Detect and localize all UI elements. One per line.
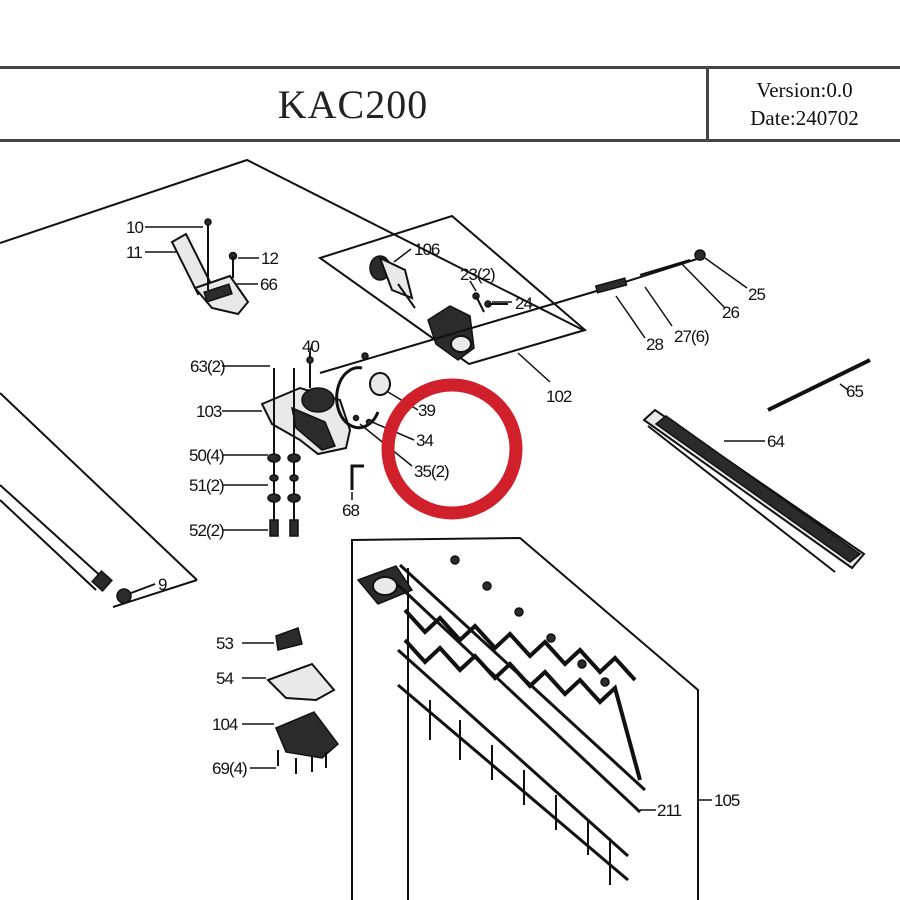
label-23: 23(2) [460, 265, 495, 284]
title-block: KAC200 Version:0.0 Date:240702 [0, 66, 900, 142]
label-51: 51(2) [189, 476, 224, 495]
label-63: 63(2) [190, 357, 225, 376]
version-block: Version:0.0 Date:240702 [706, 69, 900, 139]
label-66: 66 [260, 275, 277, 294]
label-11: 11 [126, 243, 142, 262]
label-52: 52(2) [189, 521, 224, 540]
gear-parts [369, 248, 512, 361]
label-211: 211 [657, 801, 682, 820]
label-103: 103 [196, 402, 222, 421]
callout-labels: 10 11 12 66 106 23(2) 24 25 26 27(6) 28 … [126, 218, 864, 820]
label-69: 69(4) [212, 759, 247, 778]
label-102: 102 [546, 387, 572, 406]
cover-plates [242, 627, 340, 774]
label-64: 64 [767, 432, 784, 451]
date-text: Date:240702 [750, 106, 859, 130]
label-39: 39 [418, 401, 435, 420]
label-105: 105 [714, 791, 740, 810]
label-50: 50(4) [189, 446, 224, 465]
label-25: 25 [748, 285, 765, 304]
label-26: 26 [722, 303, 739, 322]
label-24: 24 [515, 294, 532, 313]
blade-cover [642, 358, 871, 573]
version-text: Version:0.0 [756, 78, 853, 102]
shaft-panel [0, 158, 584, 608]
handle-assembly [145, 218, 259, 316]
label-34: 34 [416, 431, 433, 450]
label-53: 53 [216, 634, 233, 653]
label-40: 40 [302, 337, 319, 356]
drive-shaft-tube [0, 484, 156, 604]
label-54: 54 [216, 669, 233, 688]
label-35: 35(2) [414, 462, 449, 481]
label-28: 28 [646, 335, 663, 354]
label-27: 27(6) [674, 327, 709, 346]
blade-panel [351, 536, 712, 900]
label-106: 106 [414, 240, 440, 259]
label-10: 10 [126, 218, 143, 237]
model-title: KAC200 [277, 81, 429, 127]
highlight-circle [381, 378, 523, 520]
label-12: 12 [261, 249, 278, 268]
label-104: 104 [212, 715, 238, 734]
label-65: 65 [846, 382, 863, 401]
label-68: 68 [342, 501, 359, 520]
gear-inset-panel [317, 214, 588, 366]
label-9: 9 [158, 575, 167, 594]
